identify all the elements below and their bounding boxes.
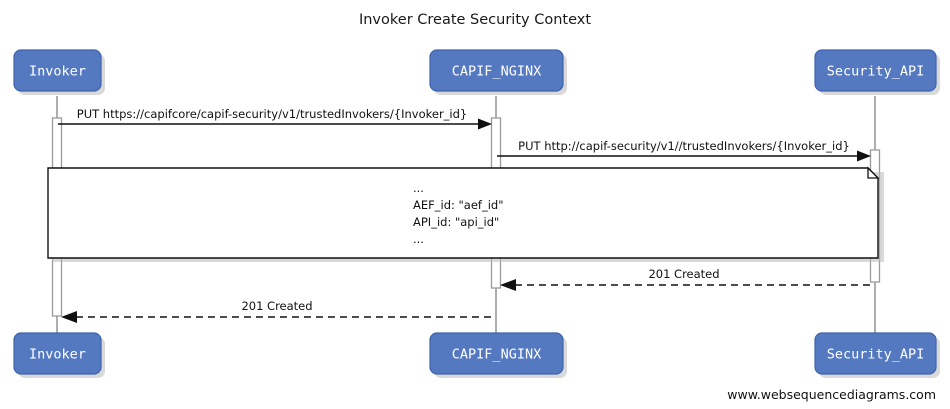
message-arrowhead-1 <box>478 118 492 130</box>
participant-label-capif-nginx-bottom: CAPIF_NGINX <box>452 347 541 363</box>
participant-box-invoker-bottom[interactable]: Invoker <box>13 332 105 378</box>
participant-box-security-api-top[interactable]: Security_API <box>814 49 940 95</box>
note-line-2: AEF_id: "aef_id" <box>413 198 504 212</box>
note-box <box>47 167 879 259</box>
note-line-4: ... <box>413 232 424 246</box>
message-label-2: PUT http://capif-security/v1//trustedInv… <box>518 139 850 153</box>
message-label-4: 201 Created <box>241 299 312 313</box>
note-line-1: ... <box>413 181 424 195</box>
participant-label-security-api-top: Security_API <box>827 64 925 80</box>
participant-box-capif-nginx-top[interactable]: CAPIF_NGINX <box>429 49 567 95</box>
message-label-3: 201 Created <box>648 267 719 281</box>
participant-label-security-api-bottom: Security_API <box>827 347 925 363</box>
participant-box-invoker-top[interactable]: Invoker <box>13 49 105 95</box>
participant-box-security-api-bottom[interactable]: Security_API <box>814 332 940 378</box>
note-line-3: API_id: "api_id" <box>413 215 499 229</box>
message-arrowhead-4 <box>61 311 77 323</box>
participant-label-invoker-top: Invoker <box>29 64 86 80</box>
message-label-1: PUT https://capifcore/capif-security/v1/… <box>77 107 467 121</box>
footer-watermark: www.websequencediagrams.com <box>727 387 936 402</box>
participant-box-capif-nginx-bottom[interactable]: CAPIF_NGINX <box>429 332 567 378</box>
message-arrowhead-3 <box>500 279 516 291</box>
participant-label-invoker-bottom: Invoker <box>29 347 86 363</box>
note-fold-corner <box>867 166 880 179</box>
diagram-title: Invoker Create Security Context <box>359 12 591 28</box>
participant-label-capif-nginx-top: CAPIF_NGINX <box>452 64 541 80</box>
message-arrowhead-2 <box>857 150 871 162</box>
